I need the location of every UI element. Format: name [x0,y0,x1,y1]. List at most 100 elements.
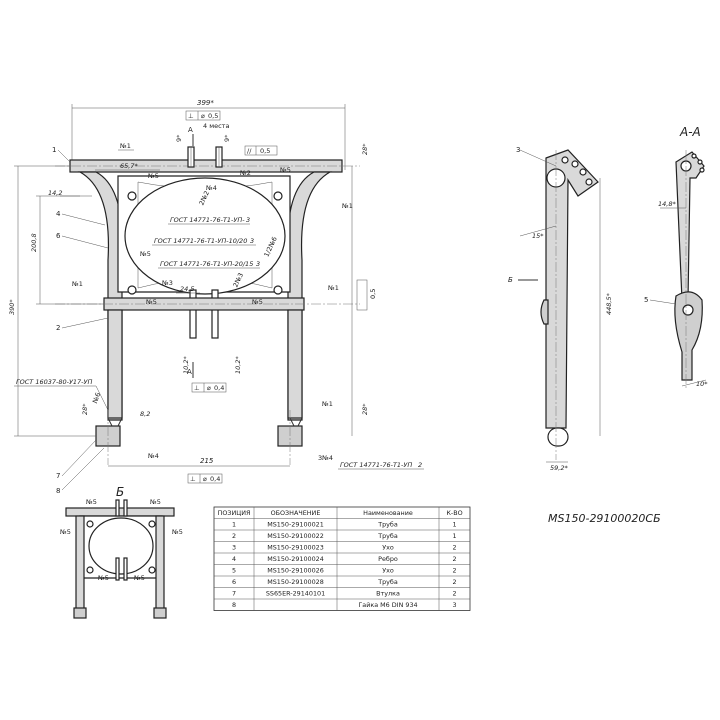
table-cell: 2 [452,544,456,552]
weld-n5-mid: №5 [145,298,157,306]
label-a-top: А [188,126,193,134]
tol-0-4-bottom: 0,4 [210,475,220,483]
weld-n1-left: №1 [71,280,83,288]
table-cell: 3 [232,544,236,552]
dim-28-left: 28* [81,403,89,415]
table-cell: 3 [452,601,456,609]
svg-text:⊥: ⊥ [188,112,194,120]
table-cell: SS65ER-29140101 [266,590,325,598]
label-a-bottom: А [187,368,192,376]
view-b: Б №5 №5 №5 №5 №5 №5 [59,485,183,619]
pos-4: 4 [56,210,61,218]
view-b-weld-5: №5 [97,574,109,582]
table-cell: Гайка M6 DIN 934 [358,601,417,609]
label-b-arrow: Б [508,276,513,284]
weld-n1-bottom-right: №1 [321,400,333,408]
table-cell: 2 [452,567,456,575]
weld-n1-right: №1 [341,202,353,210]
table-cell: MS150-29100026 [267,567,324,575]
dim-14-2: 14,2 [48,189,62,197]
pos-7: 7 [56,472,60,480]
weld-n1-mid-right: №1 [327,284,339,292]
dim-399: 399* [197,99,214,107]
table-cell: 2 [452,590,456,598]
svg-text:2: 2 [418,461,422,469]
table-cell: MS150-29100023 [267,544,324,552]
main-front-view: 399* ⊥ ⌀ 0,5 4 места А 9* 9* // 0,5 1 65… [8,99,424,495]
table-cell: 1 [452,532,456,540]
weld-n5-left: №5 [139,250,151,258]
pos-1: 1 [52,146,56,154]
dim-15: 15* [532,232,544,240]
dim-65-7: 65,7* [120,162,138,170]
view-b-weld-1: №5 [85,498,97,506]
weld-n3: №3 [161,279,173,287]
tol-0-5-vertical: 0,5 [369,289,377,299]
dim-59-2: 59,2* [550,464,568,472]
section-title-a-a: А-А [679,125,701,139]
dim-448-5: 448,5* [605,292,613,315]
weld-n4-bottom-right: 3№4 [318,454,333,462]
pos-2: 2 [56,324,60,332]
table-cell: 4 [232,555,236,563]
svg-text:⌀: ⌀ [203,475,207,483]
dim-215: 215 [200,457,214,465]
dim-10: 10* [696,380,708,388]
dim-9-right: 9* [223,134,231,142]
table-cell: 6 [232,578,236,586]
side-view: 448,5* 59,2* 15* 3 Б [508,146,613,472]
table-cell: 1 [452,521,456,529]
table-cell: 2 [452,578,456,586]
table-cell: MS150-29100021 [267,521,324,529]
note-4-mesta: 4 места [203,122,229,130]
table-cell: Труба [377,532,398,540]
weld-n6: №6 [91,391,103,405]
view-b-weld-3: №5 [59,528,71,536]
table-header: Наименование [363,509,413,517]
weld-n5-top-left: №5 [147,172,159,180]
pos-5: 5 [644,296,648,304]
svg-text:⊥: ⊥ [194,384,200,392]
tol-0-5-top: 0,5 [208,112,218,120]
table-cell: 2 [232,532,236,540]
dim-28-right: 28* [361,403,369,415]
table-cell: 7 [232,590,236,598]
section-a-a: А-А 14,8* 5 10* [644,125,708,390]
weld-n2: №2 [239,169,251,177]
table-cell: 8 [232,601,236,609]
table-cell: 1 [232,521,236,529]
table-cell: Ухо [382,544,394,552]
gost-callout-1: ГОСТ 14771-76-Т1-УП- [170,216,245,224]
gost-callout-4: ГОСТ 16037-80-У17-УП [16,378,92,386]
tol-0-5-right: 0,5 [260,147,270,155]
view-b-weld-4: №5 [171,528,183,536]
table-cell: MS150-29100028 [267,578,324,586]
pos-3: 3 [516,146,520,154]
weld-n1-top: №1 [119,142,131,150]
drawing-designation: MS150-29100020СБ [548,512,661,525]
dim-28-top: 28* [361,143,369,155]
dim-10-2-left: 10,2* [182,356,190,374]
table-cell: 2 [452,555,456,563]
dim-8-2: 8,2 [140,410,150,418]
table-cell: Труба [377,578,398,586]
weld-n4-bottom-left: №4 [147,452,159,460]
table-header: К-ВО [446,509,462,517]
table-header: ОБОЗНАЧЕНИЕ [271,509,321,517]
svg-text:3: 3 [246,216,250,224]
view-b-title: Б [116,485,124,499]
view-b-weld-2: №5 [149,498,161,506]
tol-0-4-mid: 0,4 [214,384,224,392]
dim-14-8: 14,8* [658,200,676,208]
weld-n5-mid-right: №5 [251,298,263,306]
table-cell: 5 [232,567,236,575]
gost-callout-2: ГОСТ 14771-76-Т1-УП-10/20 [154,237,247,245]
table-cell: Втулка [376,590,400,598]
svg-text:3: 3 [256,260,260,268]
table-cell: Труба [377,521,398,529]
dim-10-2-right: 10,2* [234,356,242,374]
svg-text:⌀: ⌀ [207,384,211,392]
weld-n4-top: №4 [205,184,217,192]
